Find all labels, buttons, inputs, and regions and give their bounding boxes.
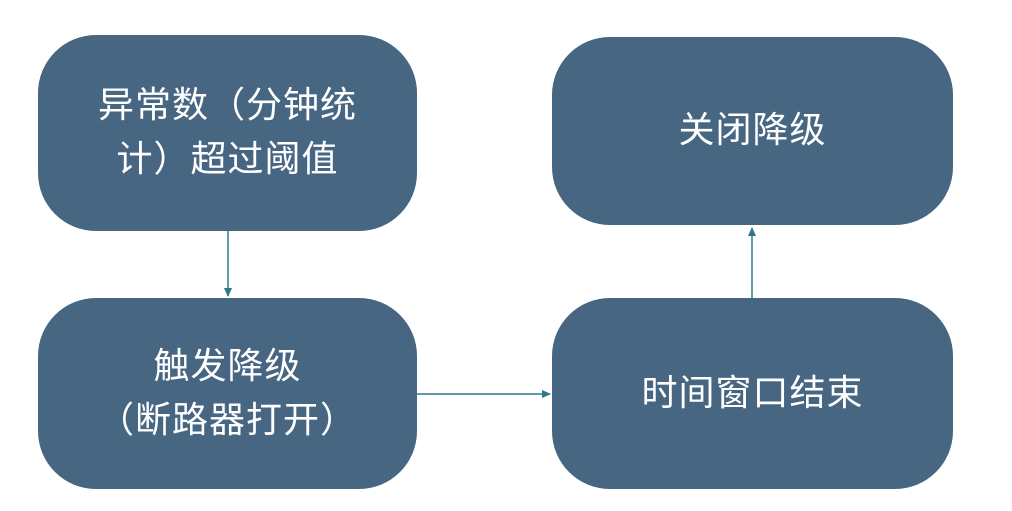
- node-time-window-ends: 时间窗口结束: [552, 298, 953, 489]
- node-anomaly-line-2: 计）超过阈值: [116, 139, 339, 180]
- node-window-line-1: 时间窗口结束: [641, 372, 864, 414]
- node-anomaly-line-1: 异常数（分钟统: [97, 85, 357, 126]
- node-close-line-1: 关闭降级: [678, 110, 827, 151]
- node-close-degradation: 关闭降级: [552, 37, 953, 225]
- node-trigger-degradation: 触发降级 （断路器打开）: [38, 298, 417, 489]
- node-anomaly-exceeds-threshold: 异常数（分钟统 计）超过阈值: [38, 35, 417, 231]
- node-trigger-line-2: （断路器打开）: [97, 399, 357, 441]
- node-trigger-line-1: 触发降级: [153, 345, 302, 387]
